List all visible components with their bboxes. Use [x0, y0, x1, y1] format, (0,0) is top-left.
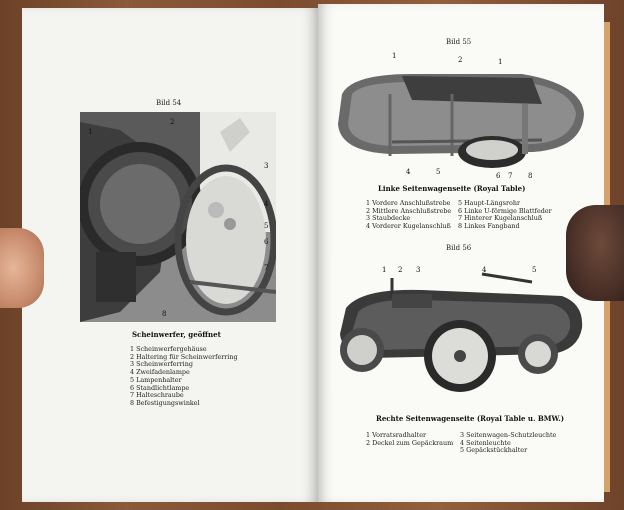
callout-3: 3 [264, 162, 269, 170]
legend-item: 4 Vorderer Kugelanschluß [366, 222, 451, 231]
figure-55-legend-col2: 5 Haupt-Längsrohr 6 Linke U-förmige Blat… [458, 199, 552, 231]
fig55-callout-8: 8 [528, 172, 533, 180]
callout-8: 8 [162, 310, 167, 318]
hand [0, 228, 44, 308]
legend-item: 1 Vorratsradhalter [366, 431, 427, 439]
callout-4: 4 [264, 200, 269, 208]
legend-item: 3 Scheinwerferring [130, 360, 193, 369]
callout-1: 1 [88, 128, 93, 136]
legend-item: 7 Hinterer Kugelanschluß [458, 214, 543, 223]
headlamp-photo [80, 112, 276, 322]
legend-item: 7 Halteschraube [130, 391, 184, 400]
figure-55-label: Bild 55 [446, 38, 472, 46]
fig55-callout-2: 2 [458, 56, 463, 64]
legend-item: 6 Linke U-förmige Blattfeder [458, 206, 552, 215]
legend-item: 6 Standlichtlampe [130, 383, 190, 392]
figure-54-legend: 1 Scheinwerfergehäuse 2 Haltering für Sc… [130, 345, 238, 408]
legend-item: 8 Befestigungswinkel [130, 398, 200, 407]
left-page: Bild 54 1 2 3 4 5 6 7 8 Scheinwerfer, ge… [22, 8, 318, 502]
figure-55-legend-col1: 1 Vordere Anschlußstrebe 2 Mittlere Ansc… [366, 199, 452, 231]
legend-item: 2 Mittlere Anschlußstrebe [366, 206, 452, 215]
figure-56-title: Rechte Seitenwagenseite (Royal Table u. … [376, 414, 565, 423]
legend-item: 4 Seitenleuchte [460, 438, 511, 447]
fig56-callout-5: 5 [532, 266, 537, 274]
legend-item: 5 Gepäckstückhalter [460, 446, 528, 455]
fig56-callout-1: 1 [382, 266, 387, 274]
callout-6: 6 [264, 238, 269, 246]
sidecar-right-photo [332, 258, 588, 394]
right-page: Bild 55 1 2 1 4 5 6 7 8 Linke Seitenwage… [318, 4, 604, 502]
fig55-callout-7: 7 [508, 172, 513, 180]
callout-2: 2 [170, 118, 175, 126]
book-weight [566, 205, 624, 301]
legend-item: 1 Scheinwerfergehäuse [130, 345, 207, 353]
sidecar-left-photo [338, 74, 584, 168]
fig55-callout-6: 6 [496, 172, 501, 180]
callout-5: 5 [264, 222, 269, 230]
fig55-callout-1a: 1 [392, 52, 397, 60]
figure-56-legend-col1: 1 Vorratsradhalter 2 Deckel zum Gepäckra… [366, 431, 454, 447]
fig56-callout-3: 3 [416, 266, 421, 274]
figure-54-label: Bild 54 [156, 99, 182, 107]
legend-item: 4 Zweifadenlampe [130, 368, 190, 377]
fig55-callout-1b: 1 [498, 58, 503, 66]
legend-item: 8 Linkes Fangband [458, 222, 520, 231]
legend-item: 2 Deckel zum Gepäckraum [366, 438, 454, 447]
fig55-callout-4: 4 [406, 168, 411, 176]
legend-item: 1 Vordere Anschlußstrebe [366, 199, 451, 207]
fig56-callout-4: 4 [482, 266, 487, 274]
legend-item: 5 Haupt-Längsrohr [458, 199, 521, 207]
callout-7: 7 [264, 264, 269, 272]
legend-item: 2 Haltering für Scheinwerferring [130, 352, 238, 361]
legend-item: 5 Lampenhalter [130, 375, 182, 384]
legend-item: 3 Seitenwagen-Schutzleuchte [460, 431, 557, 439]
fig55-callout-5: 5 [436, 168, 441, 176]
figure-56-legend-col2: 3 Seitenwagen-Schutzleuchte 4 Seitenleuc… [460, 431, 557, 455]
figure-56-label: Bild 56 [446, 244, 472, 252]
figure-55-title: Linke Seitenwagenseite (Royal Table) [378, 184, 526, 193]
fig56-callout-2: 2 [398, 266, 403, 274]
legend-item: 3 Staubdecke [366, 214, 411, 223]
figure-54-title: Scheinwerfer, geöffnet [132, 330, 221, 339]
